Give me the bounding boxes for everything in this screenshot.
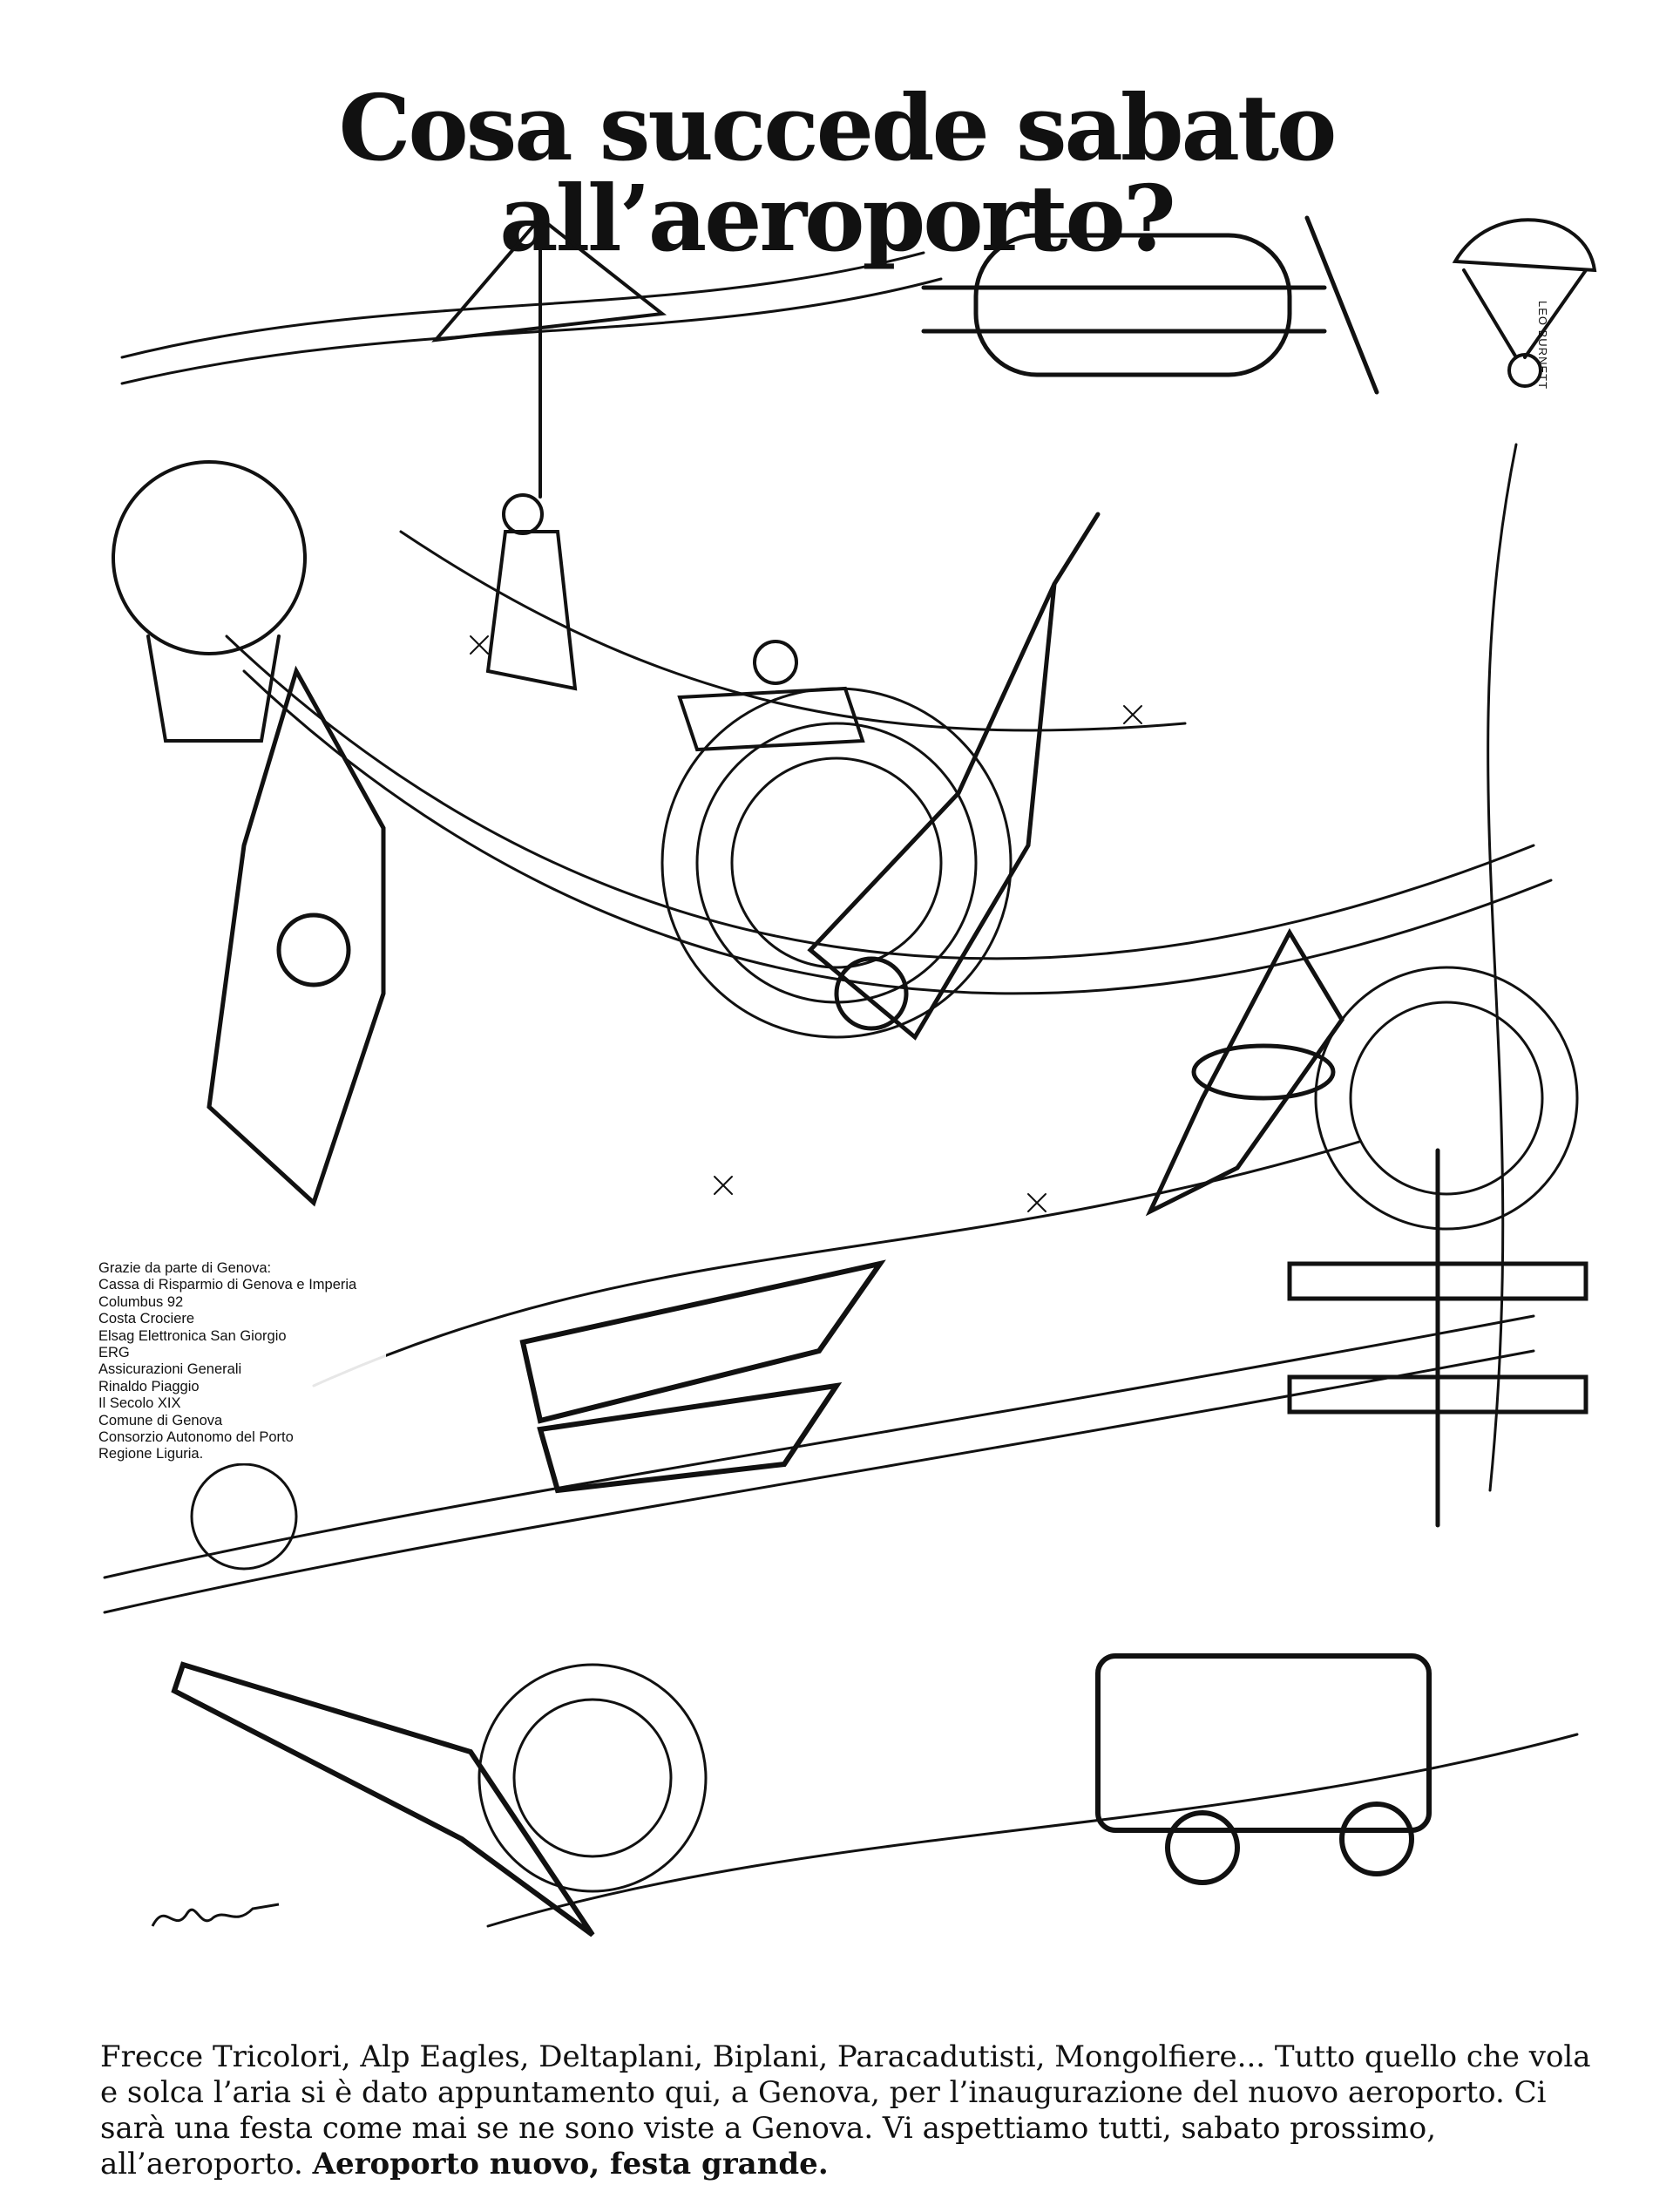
body-copy: Frecce Tricolori, Alp Eagles, Deltaplani… xyxy=(100,2039,1599,2182)
sponsor-line: Costa Crociere xyxy=(98,1311,195,1327)
hot-air-balloon-drawing xyxy=(112,460,307,743)
vintage-biplane-drawing xyxy=(1287,1148,1588,1528)
steam-machine-drawing xyxy=(1095,1653,1432,1885)
sponsor-line: Il Secolo XIX xyxy=(98,1395,181,1412)
agency-credit: LEO BURNETT xyxy=(1536,301,1549,390)
fighter-planes-drawing xyxy=(519,1259,886,1494)
sponsor-line: Assicurazioni Generali xyxy=(98,1361,242,1378)
sponsor-line: Columbus 92 xyxy=(98,1293,184,1310)
sponsor-line: Consorzio Autonomo del Porto xyxy=(98,1429,294,1446)
sponsor-line: Cassa di Risparmio di Genova e Imperia xyxy=(98,1277,357,1293)
tagline: Aeroporto nuovo, festa grande. xyxy=(312,2147,829,2181)
sponsor-list: Grazie da parte di Genova: Cassa di Risp… xyxy=(98,1260,386,1463)
sponsor-line: Regione Liguria. xyxy=(98,1446,204,1462)
sponsor-line: ERG xyxy=(98,1345,130,1361)
flying-carpet-drawing xyxy=(677,640,865,752)
body-text: Frecce Tricolori, Alp Eagles, Deltaplani… xyxy=(100,2039,1591,2181)
rocket-drawing xyxy=(807,512,1101,1041)
flying-machines-illustration xyxy=(103,215,1597,1937)
parachutist-drawing xyxy=(1452,218,1597,388)
sponsor-line: Grazie da parte di Genova: xyxy=(98,1260,272,1276)
sponsor-line: Rinaldo Piaggio xyxy=(98,1378,200,1394)
flight-path-lines xyxy=(103,251,1579,1928)
flying-man-drawing xyxy=(431,215,667,691)
spaceship-drawing xyxy=(207,665,386,1207)
biplane-drawing xyxy=(921,215,1379,395)
jet-drawing xyxy=(1145,927,1344,1217)
headline: Cosa succede sabato all’aeroporto? xyxy=(338,74,1338,272)
sponsor-line: Comune di Genova xyxy=(98,1412,223,1428)
spark-marks xyxy=(470,635,1142,1212)
artist-signature xyxy=(151,1903,280,1927)
swept-jet-drawing xyxy=(171,1661,595,1937)
sponsor-line: Elsag Elettronica San Giorgio xyxy=(98,1327,287,1344)
